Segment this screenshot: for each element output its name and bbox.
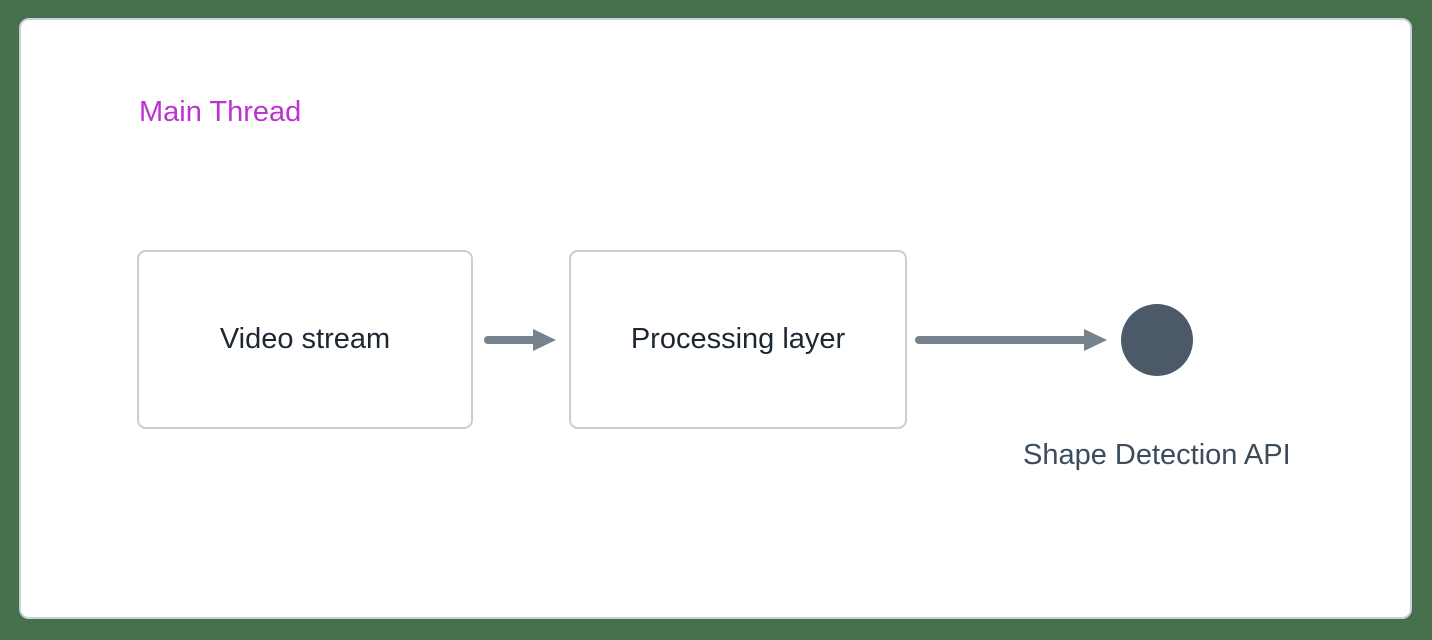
node-shape-detection-api-label: Shape Detection API: [1023, 439, 1291, 471]
node-video-stream-label: Video stream: [219, 323, 391, 355]
node-processing-layer-label: Processing layer: [630, 323, 846, 355]
arrow-right-icon: [484, 329, 556, 351]
main-thread-panel: Main Thread Video stream Processing laye…: [19, 18, 1412, 619]
lane-title: Main Thread: [139, 96, 302, 128]
node-processing-layer: Processing layer: [569, 250, 907, 429]
node-video-stream: Video stream: [137, 250, 473, 429]
arrow-right-icon: [915, 329, 1107, 351]
node-shape-detection-api-circle: [1121, 304, 1193, 376]
